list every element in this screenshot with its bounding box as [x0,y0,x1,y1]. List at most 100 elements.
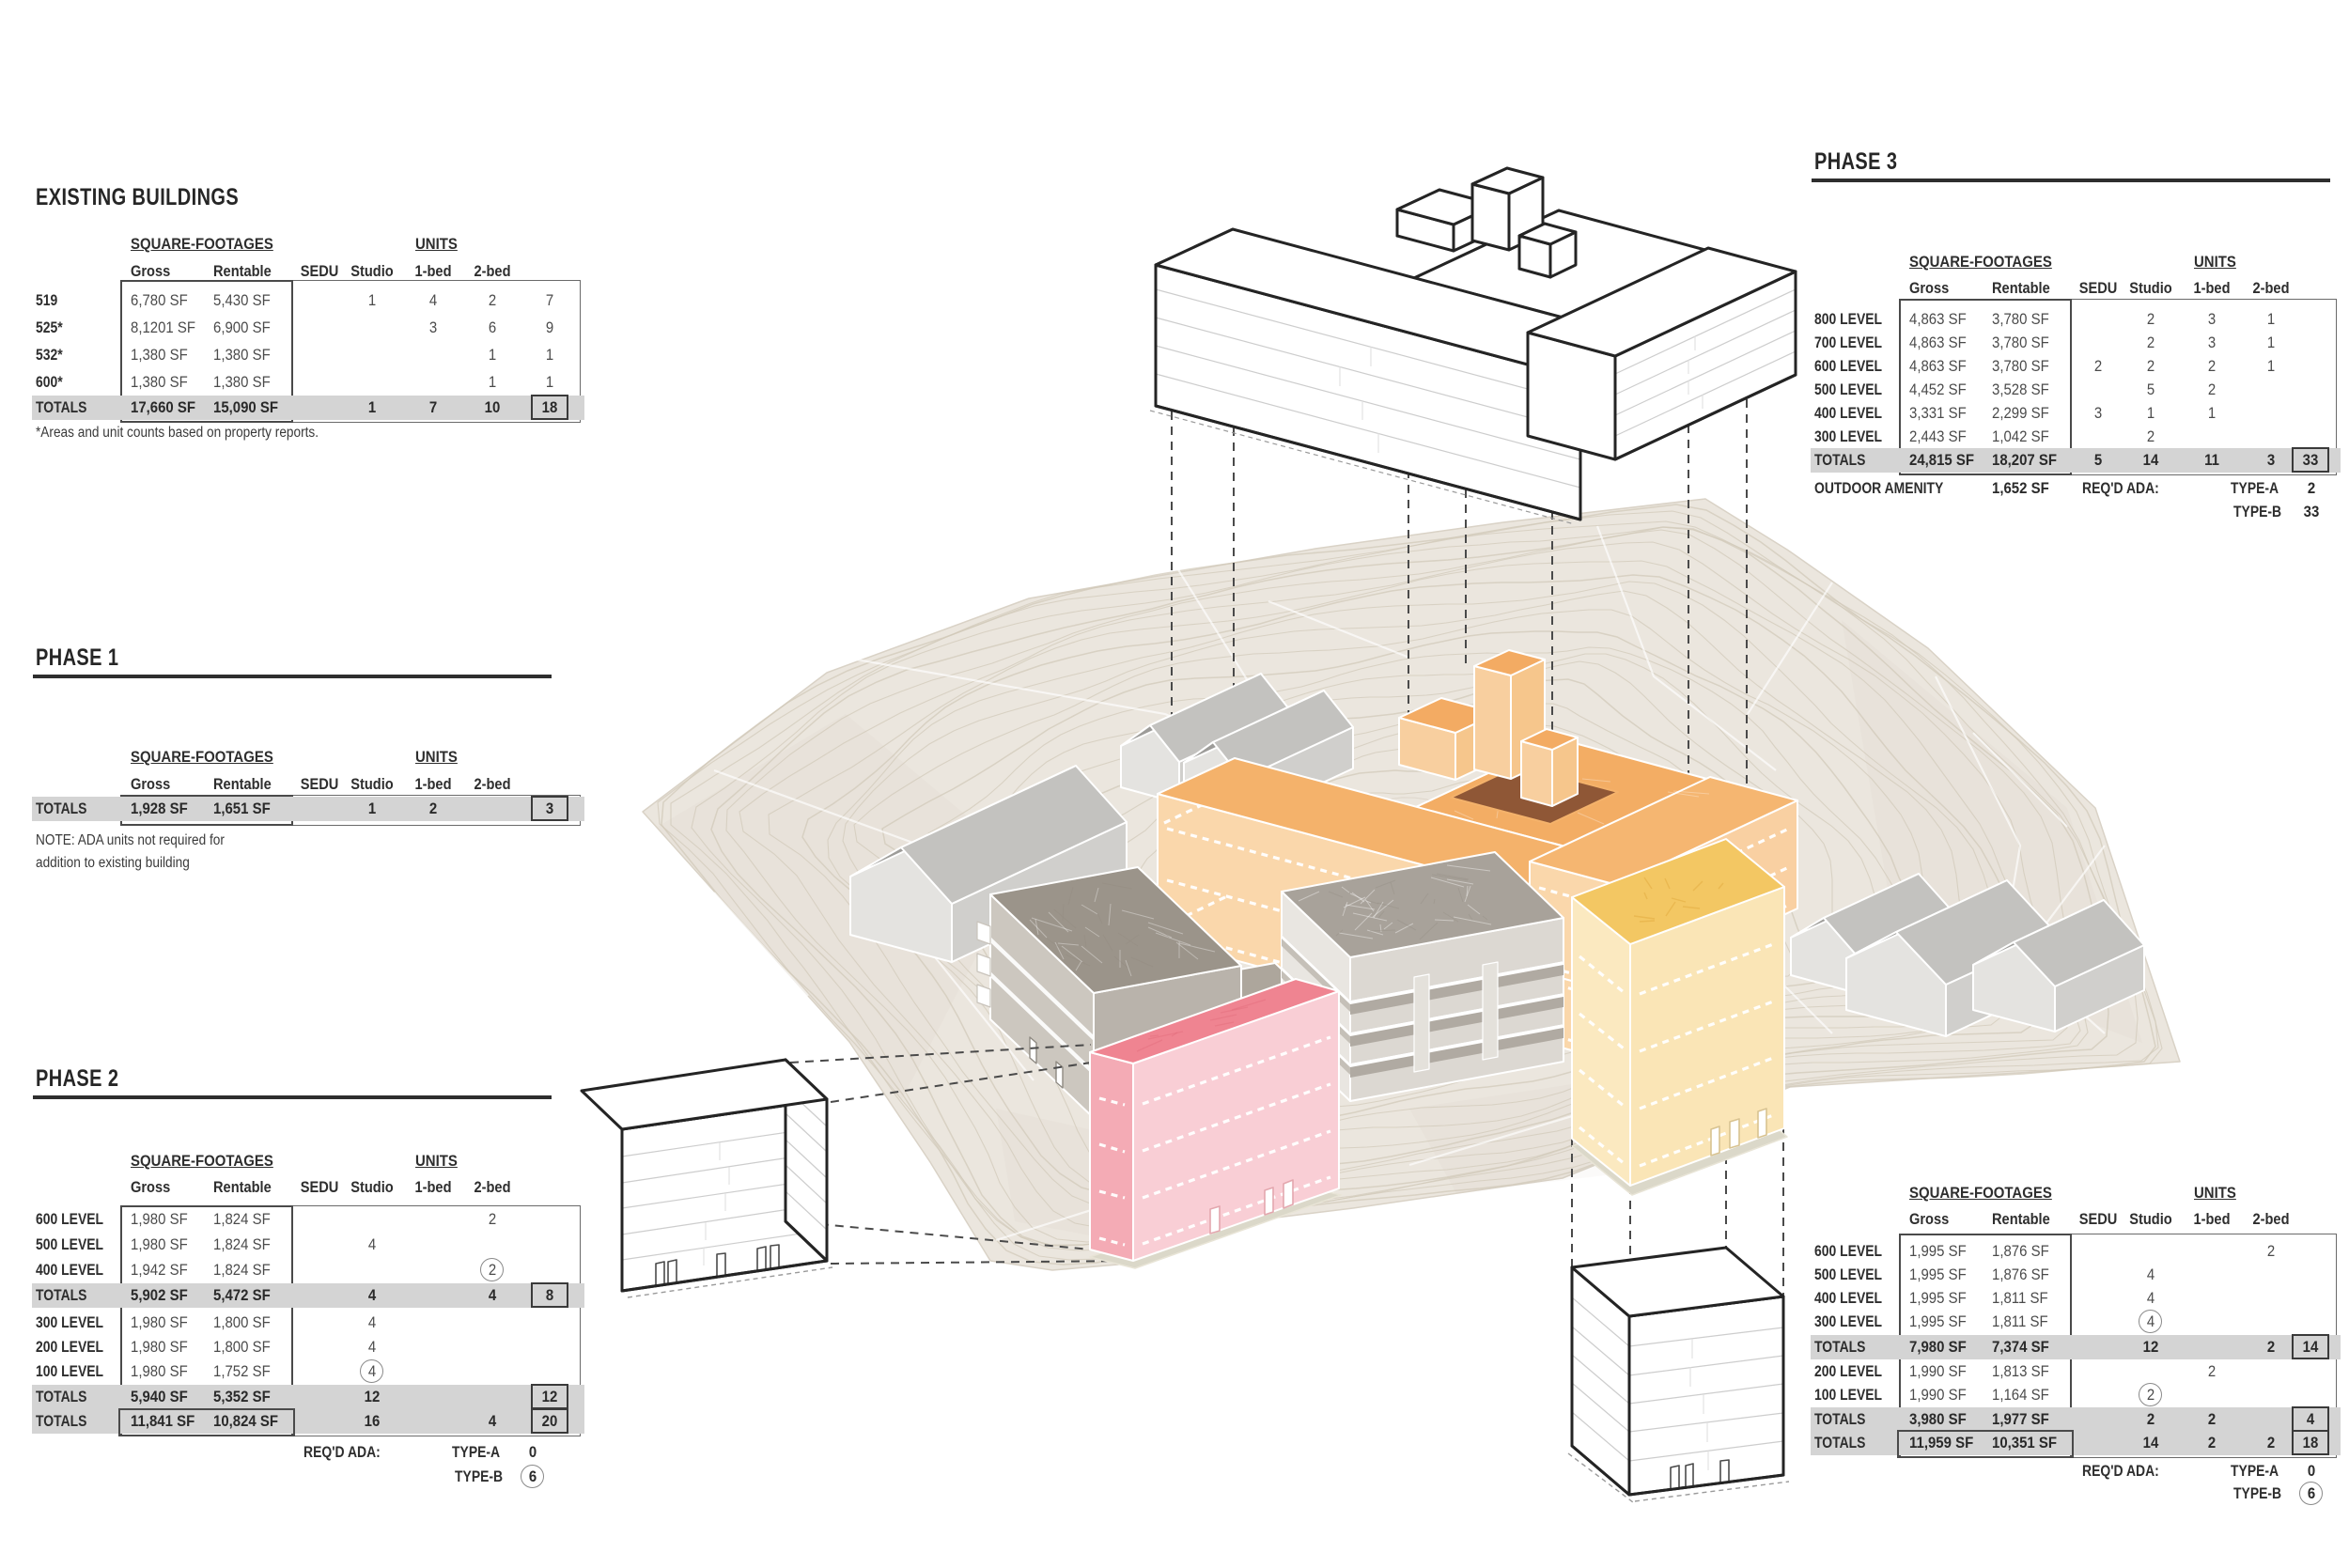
phase3-row-label: 600 LEVEL [1814,357,1883,375]
existing-bed2-value: 1 [488,373,497,391]
existing-col-sedu: SEDU [300,262,339,280]
phase1-col-bed2: 2-bed [474,775,511,793]
phase2-bed2-circle [480,1258,504,1281]
phase3-col-studio: Studio [2129,279,2172,297]
tower-ada-typea-label: TYPE-A [2231,1462,2279,1480]
phase3-units-box [2072,299,2337,475]
existing-total-value: 1 [545,373,554,391]
phase3-rentable-value: 3,780 SF [1992,310,2049,328]
phase2-gross-value: 1,942 SF [131,1261,188,1279]
tower-total-box [2292,1334,2329,1359]
phase2-studio-value: 4 [367,1235,377,1253]
contour-line [670,520,2159,1251]
phase2-gross-value: 1,980 SF [131,1362,188,1380]
phase3-row-label: 700 LEVEL [1814,334,1883,351]
existing-col-studio: Studio [350,262,394,280]
tower-grand-total-box [1897,1430,2074,1458]
phase3-col-gross: Gross [1909,279,1950,297]
phase3-bed1-value: 2 [2207,357,2217,375]
contour-line [661,504,2156,1265]
existing-col-rentable: Rentable [213,262,272,280]
phase2-total-box [531,1384,568,1409]
contour-line [710,526,2109,1247]
tower-rentable-value: 7,374 SF [1992,1338,2049,1356]
tower-studio-value: 4 [2146,1265,2155,1283]
phase2-rentable-value: 1,824 SF [213,1235,271,1253]
phase3-gross-value: 4,452 SF [1909,380,1967,398]
phase2-rentable-value: 1,824 SF [213,1261,271,1279]
existing-rentable-value: 5,430 SF [213,291,271,309]
existing-gross-value: 17,660 SF [131,398,196,416]
phase2-row-label: 200 LEVEL [36,1338,104,1356]
phase3-studio-value: 2 [2146,334,2155,351]
phase3-gross-value: 4,863 SF [1909,357,1967,375]
phase2-row-label: 300 LEVEL [36,1313,104,1331]
phase1-col-rentable: Rentable [213,775,272,793]
phase2-ada-label: REQ'D ADA: [303,1443,381,1461]
phase2-totals-band [32,1283,584,1308]
phase3-studio-value: 1 [2146,404,2155,422]
existing-bed1-value: 4 [428,291,438,309]
tower-gross-value: 11,959 SF [1909,1434,1974,1452]
existing-gross-value: 6,780 SF [131,291,188,309]
phase2-total-box [531,1282,568,1308]
tower-bed1-value: 2 [2207,1410,2217,1428]
phase3-gross-value: 24,815 SF [1909,451,1975,469]
existing-bed2-value: 6 [488,318,497,336]
phase3-sedu-value: 5 [2093,451,2103,469]
phase2-row-label: 500 LEVEL [36,1235,104,1253]
tower-col-bed1: 1-bed [2193,1210,2231,1228]
tower-ada-typeb-label: TYPE-B [2233,1484,2282,1502]
tower-rentable-value: 1,164 SF [1992,1386,2049,1404]
existing-row-label: 600* [36,373,63,391]
phase3-sqft-box [1899,299,2072,475]
phase3-title-rule [1812,179,2330,182]
phase3-ada-typea-label: TYPE-A [2231,479,2279,497]
existing-gross-value: 1,380 SF [131,373,188,391]
tower-row-label: 500 LEVEL [1814,1265,1883,1283]
phase3-total-box [2292,447,2329,473]
phase3-bed1-value: 3 [2207,334,2217,351]
tower-totals-band [1811,1431,2341,1455]
existing-footnote: *Areas and unit counts based on property… [36,425,319,441]
existing-studio-value: 1 [367,291,377,309]
phase1-col-sedu: SEDU [300,775,339,793]
phase2-building-pink [1089,978,1342,1269]
phase2-col-sedu: SEDU [300,1178,339,1196]
existing-gross-value: 8,1201 SF [131,318,196,336]
phase2-gross-value: 5,902 SF [131,1286,188,1304]
tower-gross-value: 1,995 SF [1909,1289,1967,1307]
phase2-rentable-value: 1,800 SF [213,1313,271,1331]
phase2-rentable-value: 1,824 SF [213,1210,271,1228]
existing-row-label: 519 [36,291,58,309]
tower-bed2-value: 2 [2266,1242,2276,1260]
existing-bed1-value: 3 [428,318,438,336]
phase1-studio-value: 1 [367,800,377,817]
phase2-rentable-value: 5,472 SF [213,1286,271,1304]
tower-rentable-value: 1,811 SF [1992,1289,2048,1307]
tower-total-value: 18 [2302,1434,2319,1452]
tower-rentable-value: 1,876 SF [1992,1265,2049,1283]
phase3-gross-value: 2,443 SF [1909,427,1967,445]
phase3-bed2-value: 1 [2266,310,2276,328]
phase1-title: PHASE 1 [36,644,119,671]
tower-totals-band [1811,1335,2341,1359]
phase3-row-label: TOTALS [1814,451,1866,469]
phase2-col-rentable: Rentable [213,1178,272,1196]
wireframe-tower-building [1567,1246,1790,1503]
phase1-total-box [531,796,568,821]
phase2-studio-circle [360,1359,383,1383]
phase3-rentable-value: 18,207 SF [1992,451,2058,469]
tower-units-header: UNITS [2194,1184,2236,1202]
existing-rentable-value: 1,380 SF [213,373,271,391]
phase2-total-value: 12 [541,1388,558,1405]
phase2-rentable-value: 1,752 SF [213,1362,271,1380]
phase2-building-yellow [1571,838,1788,1196]
phase2-rentable-value: 10,824 SF [213,1412,279,1430]
existing-houses-right [1845,879,2145,1037]
existing-gross-value: 1,380 SF [131,346,188,364]
phase2-title-rule [33,1095,552,1099]
phase3-row-label: 400 LEVEL [1814,404,1883,422]
phase1-sqft-header: SQUARE-FOOTAGES [131,748,273,766]
